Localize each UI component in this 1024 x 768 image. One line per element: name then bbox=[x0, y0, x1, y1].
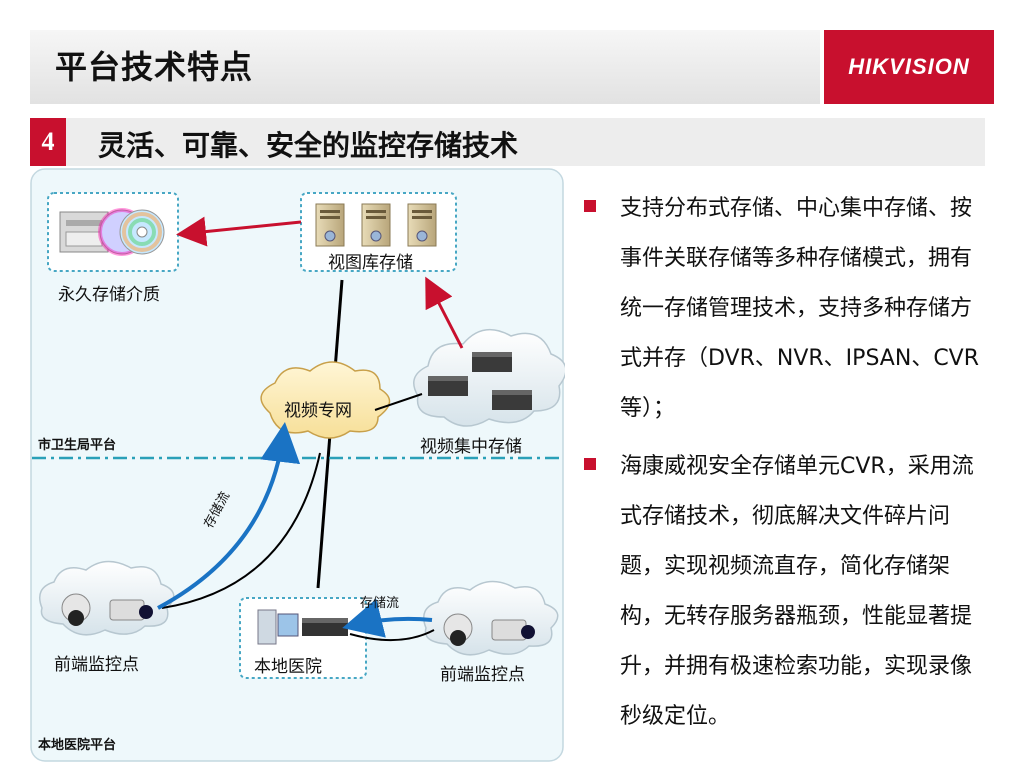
left-camera-network-link bbox=[161, 452, 321, 609]
video-network-label: 视频专网 bbox=[284, 401, 352, 421]
video-network-cloud bbox=[260, 361, 391, 439]
front-end-right-cloud bbox=[423, 580, 559, 656]
hikvision-logo: HIKVISION bbox=[824, 30, 994, 104]
bullet-item: 海康威视安全存储单元CVR，采用流式存储技术，彻底解决文件碎片问题，实现视频流直… bbox=[580, 442, 990, 742]
recorder-icon bbox=[302, 618, 348, 636]
section-bar bbox=[30, 118, 985, 166]
diagram-canvas bbox=[30, 168, 567, 762]
disc-icon bbox=[98, 208, 165, 256]
front-end-left-label: 前端监控点 bbox=[54, 655, 139, 675]
section-number: 4 bbox=[30, 118, 66, 166]
bullet-marker bbox=[584, 200, 596, 212]
nvr-icon bbox=[428, 352, 532, 410]
title-bar bbox=[30, 30, 820, 104]
bullet-list: 支持分布式存储、中心集中存储、按事件关联存储等多种存储模式，拥有统一存储管理技术… bbox=[580, 184, 990, 742]
permanent-storage-label: 永久存储介质 bbox=[58, 285, 160, 305]
storage-diagram: 永久存储介质 视图库存储 视频专网 视频集中存储 市卫生局平台 存储流 存储流 … bbox=[30, 168, 567, 763]
front-end-right-label: 前端监控点 bbox=[440, 665, 525, 685]
network-storage-link bbox=[374, 393, 423, 411]
upload-arrow bbox=[425, 276, 464, 349]
camera-left-icon bbox=[61, 593, 153, 626]
local-hospital-label: 本地医院 bbox=[254, 657, 322, 677]
page-title: 平台技术特点 bbox=[55, 48, 254, 86]
left-storage-stream-arrow bbox=[157, 422, 301, 610]
central-storage-label: 视频集中存储 bbox=[420, 437, 522, 457]
bullet-text: 支持分布式存储、中心集中存储、按事件关联存储等多种存储模式，拥有统一存储管理技术… bbox=[620, 196, 980, 421]
front-end-left-cloud bbox=[39, 560, 175, 636]
server-icon bbox=[315, 203, 437, 247]
section-title: 灵活、可靠、安全的监控存储技术 bbox=[98, 129, 519, 162]
stream-label-right: 存储流 bbox=[360, 596, 400, 611]
archive-arrow bbox=[176, 216, 302, 247]
camera-right-icon bbox=[443, 613, 535, 646]
bullet-text: 海康威视安全存储单元CVR，采用流式存储技术，彻底解决文件碎片问题，实现视频流直… bbox=[620, 454, 974, 729]
pc-icon bbox=[257, 609, 299, 645]
bullet-marker bbox=[584, 458, 596, 470]
image-library-label: 视图库存储 bbox=[328, 253, 413, 273]
local-hospital-platform-label: 本地医院平台 bbox=[38, 738, 117, 753]
bullet-item: 支持分布式存储、中心集中存储、按事件关联存储等多种存储模式，拥有统一存储管理技术… bbox=[580, 184, 990, 434]
right-storage-stream-arrow bbox=[342, 598, 433, 638]
city-health-platform-label: 市卫生局平台 bbox=[38, 438, 117, 453]
right-camera-hospital-link bbox=[349, 629, 435, 642]
